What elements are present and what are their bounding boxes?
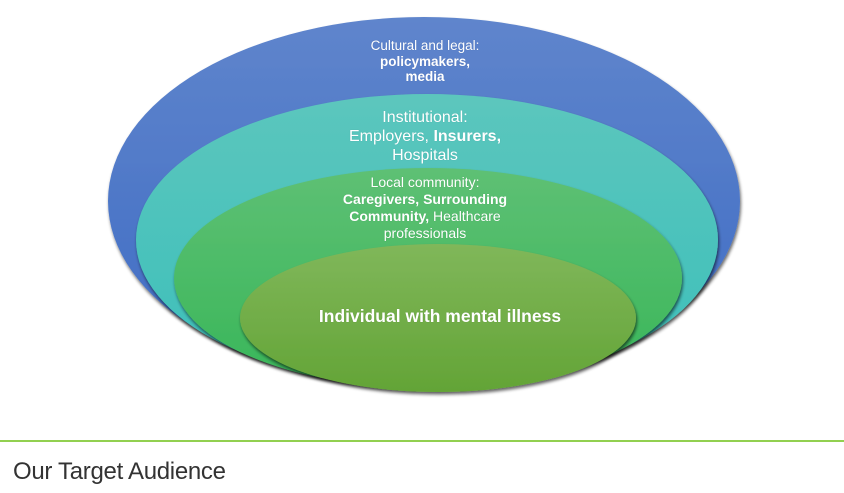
institutional-line2: Employers, Insurers, bbox=[300, 127, 550, 146]
cultural-legal-heading: Cultural and legal: bbox=[370, 38, 480, 53]
page-title: Our Target Audience bbox=[13, 458, 226, 485]
individual-heading: Individual with mental illness bbox=[318, 306, 562, 326]
ellipse-individual bbox=[240, 244, 636, 392]
label-cultural-legal: Cultural and legal: policymakers, media bbox=[325, 38, 525, 85]
local-heading: Local community: bbox=[370, 174, 480, 190]
institutional-employers: Employers, bbox=[348, 128, 429, 146]
cultural-legal-line3: media bbox=[405, 69, 445, 85]
institutional-insurers: Insurers, bbox=[433, 128, 502, 146]
institutional-heading: Institutional: bbox=[382, 109, 468, 126]
nested-audience-diagram bbox=[108, 17, 740, 392]
institutional-line3: Hospitals bbox=[392, 147, 458, 165]
label-local-community: Local community: Caregivers, Surrounding… bbox=[300, 174, 550, 242]
local-line4: professionals bbox=[383, 225, 467, 242]
local-community-word: Community, bbox=[349, 208, 430, 225]
cultural-legal-line2: policymakers, bbox=[379, 53, 471, 69]
label-institutional: Institutional: Employers, Insurers, Hosp… bbox=[300, 108, 550, 166]
local-healthcare-word: Healthcare bbox=[433, 208, 501, 225]
local-line2: Caregivers, Surrounding bbox=[342, 191, 508, 208]
local-line3: Community, Healthcare bbox=[300, 208, 550, 225]
section-divider bbox=[0, 440, 844, 442]
label-individual: Individual with mental illness bbox=[260, 306, 620, 326]
